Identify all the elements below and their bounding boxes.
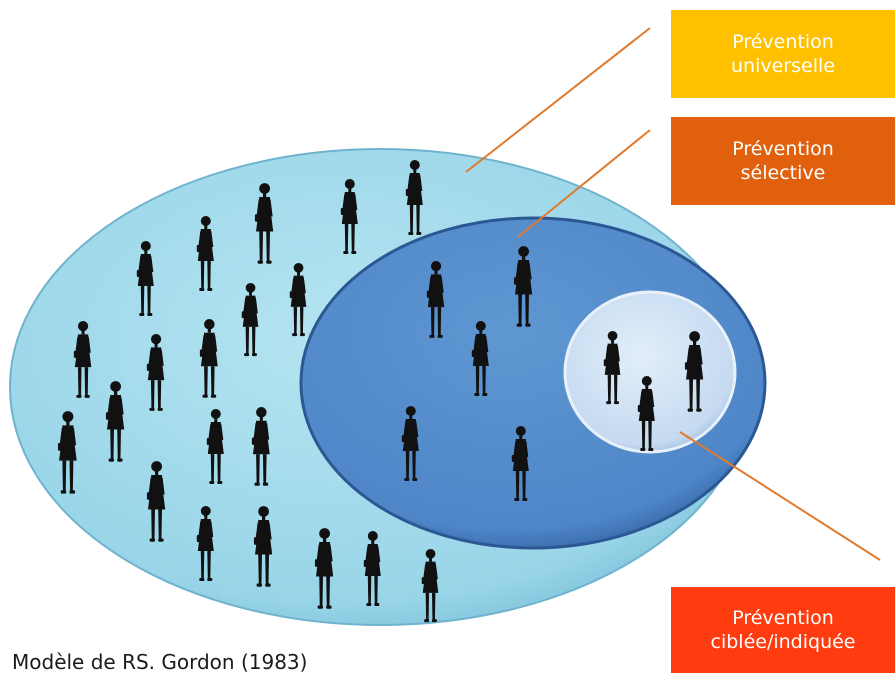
selective-connector bbox=[517, 129, 651, 238]
universal-connector bbox=[465, 27, 651, 173]
universal-prevention-label: Prévention universelle bbox=[671, 10, 895, 98]
targeted-connector bbox=[679, 431, 881, 561]
model-caption: Modèle de RS. Gordon (1983) bbox=[12, 650, 308, 674]
targeted-prevention-label: Prévention ciblée/indiquée bbox=[671, 587, 895, 673]
selective-prevention-label: Prévention sélective bbox=[671, 117, 895, 205]
